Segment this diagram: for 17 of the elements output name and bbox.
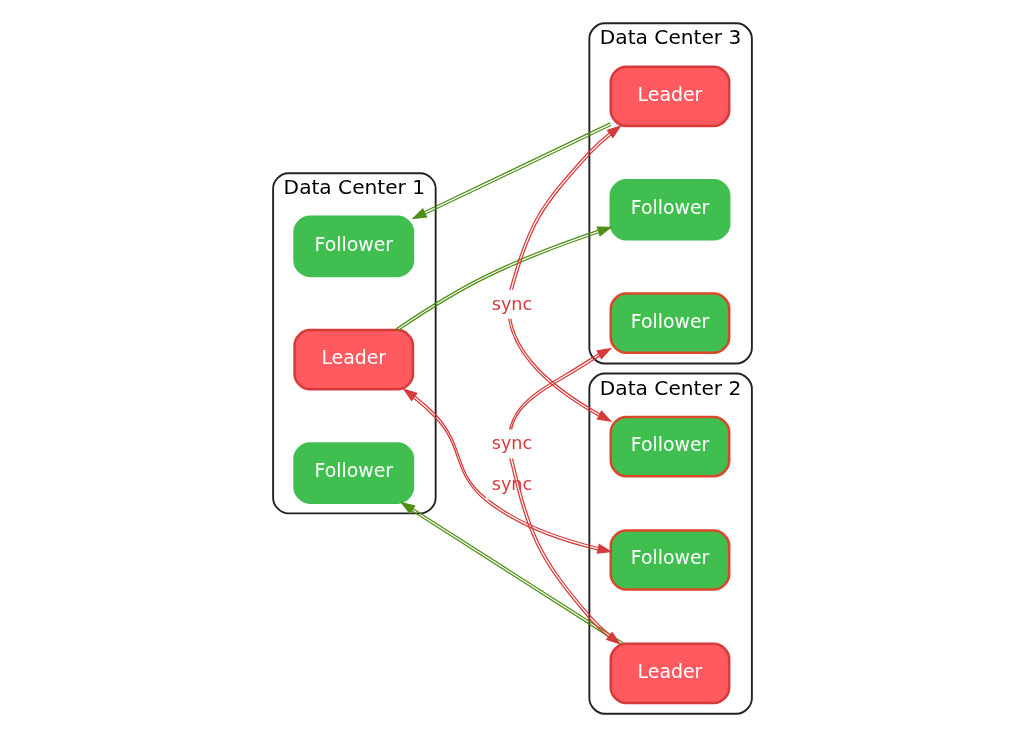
node-box: Follower: [609, 292, 730, 354]
arrow: [411, 122, 612, 220]
edge-label: sync: [491, 293, 532, 314]
arrow: [507, 347, 621, 645]
arrow: [399, 501, 624, 646]
node-box: Follower: [609, 529, 730, 591]
node-box: Leader: [609, 642, 730, 705]
edge-label: sync: [491, 433, 532, 454]
node-box: Leader: [292, 328, 414, 391]
arrow: [506, 125, 622, 422]
node-box: Follower: [292, 442, 414, 504]
node-box: Leader: [609, 65, 730, 128]
node-box: Follower: [609, 178, 730, 241]
arrow: [402, 388, 612, 554]
node-box: Follower: [292, 215, 414, 278]
node-box: Follower: [609, 415, 730, 478]
arrow: [394, 226, 612, 332]
